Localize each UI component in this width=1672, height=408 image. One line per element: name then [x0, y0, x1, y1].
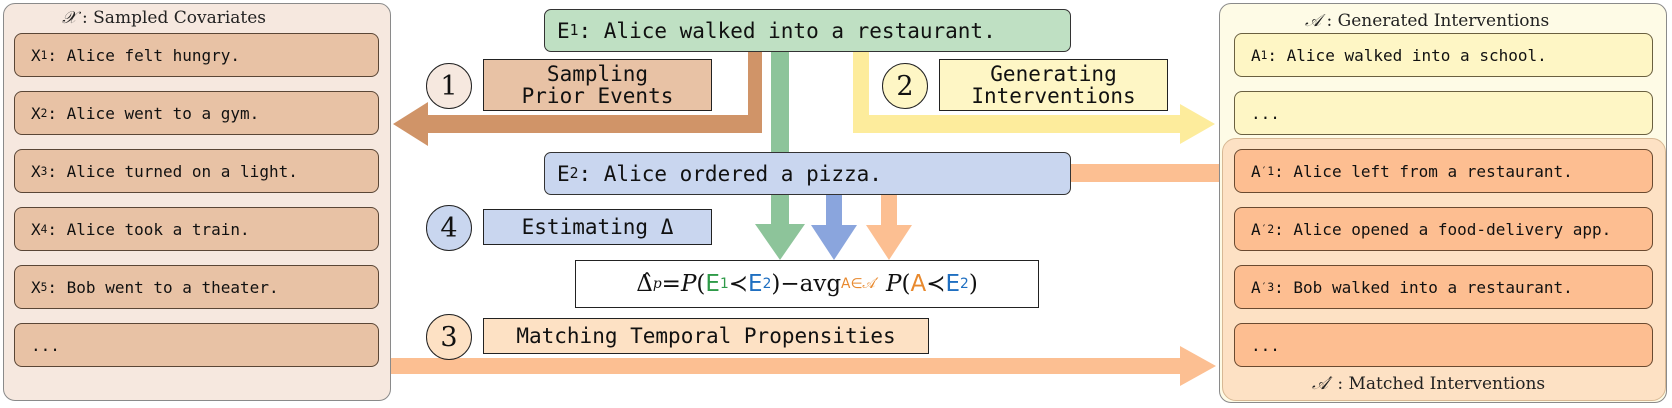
- matching-arrow: [391, 346, 1216, 386]
- matched-intervention-item: A′3: Bob walked into a restaurant.: [1234, 265, 1653, 309]
- generating-arrow: [853, 52, 1215, 144]
- matched-to-formula-arrow: [866, 195, 912, 260]
- covariates-title-text: : Sampled Covariates: [82, 8, 267, 28]
- step-4-label: Estimating Δ: [483, 209, 712, 245]
- matched-intervention-item: A′2: Alice opened a food-delivery app.: [1234, 207, 1653, 251]
- matched-intervention-ellipsis: ...: [1234, 323, 1653, 367]
- step-2-number: 2: [882, 63, 928, 109]
- matched-interventions-title: 𝒜′ : Matched Interventions: [1312, 374, 1546, 394]
- matched-to-e2-arrow: [1071, 164, 1223, 182]
- sampling-arrow: [393, 52, 762, 146]
- matched-intervention-item: A′1: Alice left from a restaurant.: [1234, 149, 1653, 193]
- step-3-label: Matching Temporal Propensities: [483, 318, 929, 354]
- covariate-item-ellipsis: ...: [14, 323, 379, 367]
- sampled-covariates-title: 𝒳 : Sampled Covariates: [62, 8, 266, 28]
- e2-to-formula-arrow: [811, 195, 857, 260]
- step-3-number: 3: [426, 314, 472, 360]
- generated-intervention-ellipsis: ...: [1234, 91, 1653, 135]
- step-4-number: 4: [426, 205, 472, 251]
- covariates-symbol: 𝒳: [62, 8, 77, 28]
- step-1-number: 1: [426, 63, 472, 109]
- generated-interventions-title: 𝒜 : Generated Interventions: [1305, 11, 1550, 31]
